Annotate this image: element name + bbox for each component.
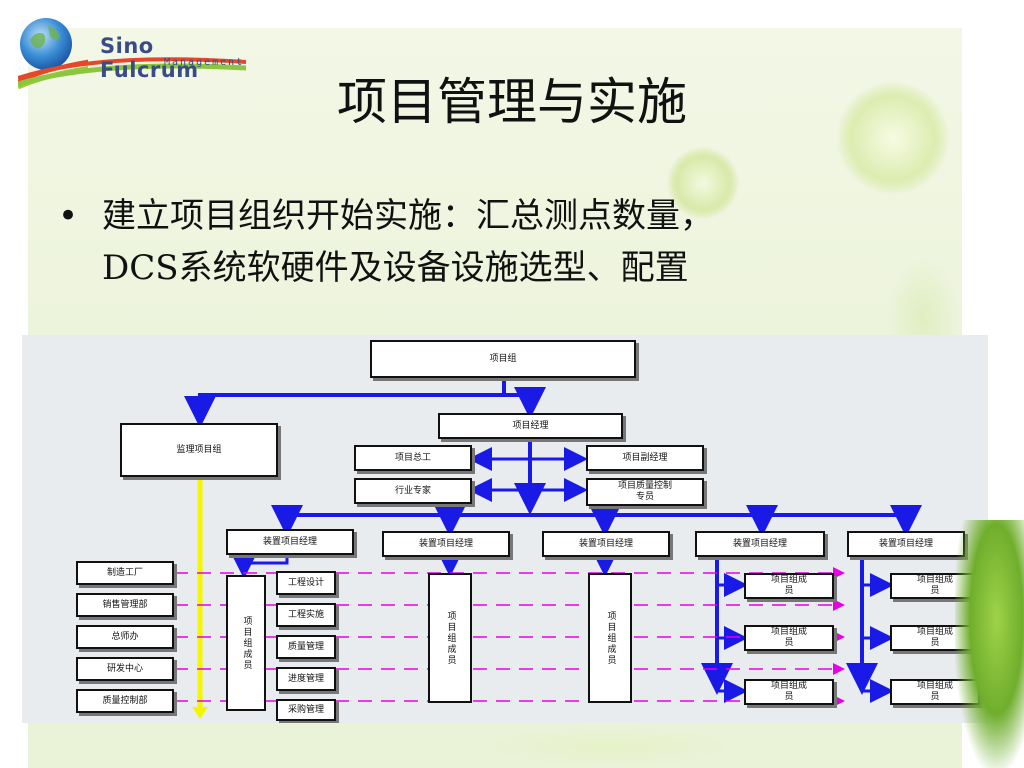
logo-subtitle: Management (164, 57, 245, 68)
arrow-line (184, 377, 506, 428)
box-industry-expert: 行业专家 (354, 478, 472, 504)
supervision-arrowhead (192, 707, 208, 719)
box-func-design: 工程设计 (276, 571, 336, 595)
box-supervision-team: 监理项目组 (120, 423, 278, 477)
box-dept-chief-office: 总师办 (76, 625, 174, 649)
box-team-members-vertical-1: 项目组成员 (226, 575, 266, 711)
bullet-point: • 建立项目组织开始实施：汇总测点数量， DCS系统软硬件及设备设施选型、配置 (58, 190, 938, 294)
arrow-line (232, 555, 289, 579)
box-quality-control: 项目质量控制专员 (586, 478, 704, 506)
box-project-team: 项目组 (370, 340, 636, 378)
bullet-line-1: 建立项目组织开始实施：汇总测点数量， (102, 196, 714, 236)
box-unit-manager-5: 装置项目经理 (847, 531, 965, 557)
bullet-marker: • (58, 196, 79, 236)
box-project-manager: 项目经理 (438, 413, 623, 439)
box-unit-manager-2: 装置项目经理 (382, 531, 510, 557)
box-team-members-vertical-2: 项目组成员 (428, 573, 472, 703)
flower-decoration (668, 148, 738, 218)
box-member-4a: 项目组成员 (744, 573, 834, 599)
company-logo: Sino Fulcrum Management (18, 12, 248, 92)
plant-decoration (955, 520, 1024, 768)
box-dept-quality: 质量控制部 (76, 689, 174, 713)
box-member-4b: 项目组成员 (744, 625, 834, 651)
box-func-implementation: 工程实施 (276, 603, 336, 627)
box-chief-engineer: 项目总工 (354, 445, 472, 471)
dashed-links (174, 567, 845, 707)
org-chart-connectors (174, 377, 922, 719)
box-unit-manager-4: 装置项目经理 (695, 531, 825, 557)
box-dept-sales: 销售管理部 (76, 593, 174, 617)
arrow-line (504, 387, 546, 419)
box-deputy-manager: 项目副经理 (586, 445, 704, 471)
bullet-line-2: DCS系统软硬件及设备设施选型、配置 (102, 248, 689, 288)
box-team-members-vertical-3: 项目组成员 (588, 573, 632, 703)
box-unit-manager-1: 装置项目经理 (226, 529, 354, 555)
logo-swoosh (18, 57, 247, 87)
box-func-schedule: 进度管理 (276, 667, 336, 691)
flower-decoration (838, 83, 948, 193)
box-member-4c: 项目组成员 (744, 679, 834, 705)
logo-name: Sino Fulcrum (100, 34, 199, 82)
box-dept-factory: 制造工厂 (76, 561, 174, 585)
box-dept-rnd: 研发中心 (76, 657, 174, 681)
org-chart: 项目组 项目经理 监理项目组 项目总工 项目副经理 行业专家 项目质量控制专员 … (22, 335, 988, 723)
flower-decoration (480, 725, 740, 768)
box-member-5c: 项目组成员 (890, 679, 980, 705)
box-func-procurement: 采购管理 (276, 699, 336, 721)
box-func-quality: 质量管理 (276, 635, 336, 659)
box-member-5b: 项目组成员 (890, 625, 980, 651)
box-unit-manager-3: 装置项目经理 (542, 531, 670, 557)
slide-title: 项目管理与实施 (337, 73, 687, 131)
